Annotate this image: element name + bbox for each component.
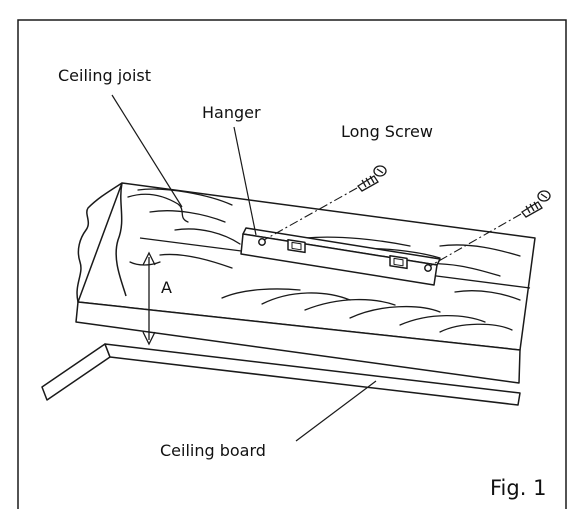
label-long-screw: Long Screw [341,122,433,141]
leader-ceiling-joist [111,94,183,208]
dimension-a-arrow [142,251,156,346]
leader-lines [111,94,377,442]
ceiling-board [41,343,521,406]
hanger-bracket [240,227,441,286]
leader-hanger [233,126,257,236]
leader-ceiling-board [295,380,377,442]
label-dimension-a: A [161,278,172,297]
joist-front-face [75,301,521,384]
long-screw-left [357,165,387,192]
joist-broken-end [76,182,123,303]
hanger-screw-hole-left [258,238,266,246]
wood-grain [127,188,521,333]
figure-frame [17,19,567,509]
label-ceiling-board: Ceiling board [160,441,266,460]
hanger-screw-hole-right [424,264,432,272]
ceiling-board-face [104,343,521,406]
ceiling-board-edge [41,343,111,401]
label-hanger: Hanger [202,103,261,122]
figure-caption: Fig. 1 [490,476,546,500]
long-screw-right [521,190,551,218]
label-ceiling-joist: Ceiling joist [58,66,151,85]
ceiling-joist [75,182,536,384]
joist-inner-edge [115,182,127,297]
screw-guide-lines [263,187,522,267]
